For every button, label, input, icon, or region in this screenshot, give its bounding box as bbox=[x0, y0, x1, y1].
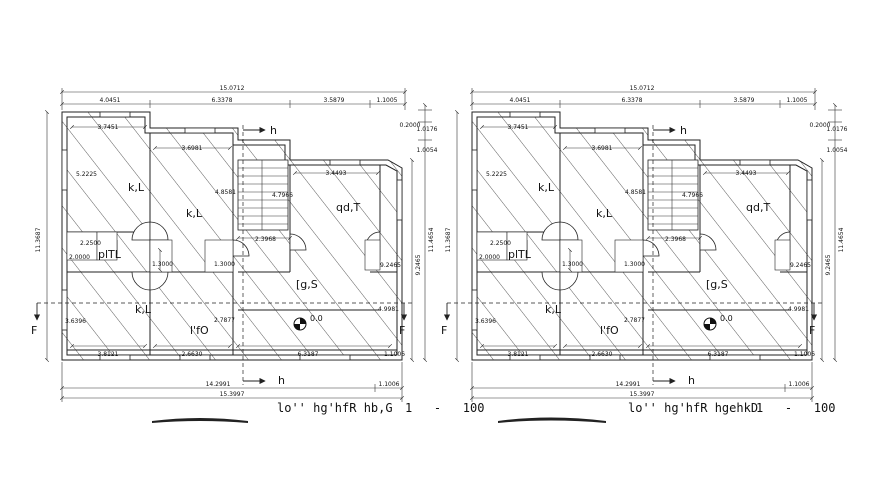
dim-inner: 5.2225 bbox=[486, 171, 507, 178]
dim-inner: 1.3000 bbox=[214, 261, 235, 268]
dim-right-c: 1.0054 bbox=[827, 147, 848, 154]
dim-left: 11.3687 bbox=[445, 227, 452, 252]
room-label: k,L bbox=[538, 181, 555, 194]
dim-inner: 2.2500 bbox=[80, 240, 101, 247]
section-mark-f: F bbox=[31, 324, 37, 337]
dim-right-a-label: 0.2000 bbox=[810, 122, 831, 129]
dim-inner: 6.3187 bbox=[298, 351, 319, 358]
dim-inner: 4.9981 bbox=[788, 306, 809, 313]
dim-inner: 3.8121 bbox=[98, 351, 119, 358]
dim-inner: 5.2225 bbox=[76, 171, 97, 178]
dim-inner: 4.7966 bbox=[682, 192, 703, 199]
dim-left: 11.3687 bbox=[35, 227, 42, 252]
room-label: k,L bbox=[128, 181, 145, 194]
dim-inner: 2.7877 bbox=[214, 317, 235, 324]
dim-inner: 2.3968 bbox=[255, 236, 276, 243]
dim-inner: 3.6396 bbox=[475, 318, 496, 325]
dim-inner: 2.0000 bbox=[69, 254, 90, 261]
title-underline bbox=[498, 417, 606, 423]
dim-inner: 1.1006 bbox=[384, 351, 405, 358]
section-mark-f: F bbox=[441, 324, 447, 337]
room-label: [g,S bbox=[296, 278, 318, 291]
dim-top-2: 6.3378 bbox=[622, 97, 643, 104]
dim-right-e: 9.2465 bbox=[825, 254, 832, 275]
title-underline bbox=[152, 418, 248, 423]
dim-right-c: 1.0054 bbox=[417, 147, 438, 154]
dim-top-3: 3.5879 bbox=[734, 97, 755, 104]
room-label: plTL bbox=[98, 248, 122, 261]
dim-inner: 3.6981 bbox=[182, 145, 203, 152]
dim-inner: 2.7877 bbox=[624, 317, 645, 324]
section-mark-h: h bbox=[688, 374, 695, 387]
dim-bottom-overall: 15.3997 bbox=[630, 391, 655, 398]
dim-right-b: 1.0176 bbox=[417, 126, 438, 133]
dim-inner: 6.3187 bbox=[708, 351, 729, 358]
dim-inner: 4.9981 bbox=[378, 306, 399, 313]
room-label: qd,T bbox=[336, 201, 360, 214]
dim-right-d: 11.4654 bbox=[428, 227, 435, 252]
level-label: 0.0 bbox=[310, 314, 323, 323]
level-label: 0.0 bbox=[720, 314, 733, 323]
section-mark-f: F bbox=[809, 324, 815, 337]
plan-scale: 1 - 100 bbox=[756, 401, 835, 415]
dim-right-e: 9.2465 bbox=[415, 254, 422, 275]
dim-inner: 4.7966 bbox=[272, 192, 293, 199]
dim-right-d: 11.4654 bbox=[838, 227, 845, 252]
room-label: qd,T bbox=[746, 201, 770, 214]
room-label: l'fO bbox=[190, 324, 209, 337]
dim-inner: 1.3000 bbox=[624, 261, 645, 268]
dim-inner: 3.4493 bbox=[326, 170, 347, 177]
dim-top-1: 4.0451 bbox=[100, 97, 121, 104]
dim-top-overall: 15.0712 bbox=[630, 85, 655, 92]
plan-scale: 1 - 100 bbox=[405, 401, 484, 415]
dim-bottom-overall: 15.3997 bbox=[220, 391, 245, 398]
dim-inner: 2.3968 bbox=[665, 236, 686, 243]
room-label: [g,S bbox=[706, 278, 728, 291]
section-mark-h: h bbox=[270, 124, 277, 137]
floor-plan-first: 15.0712 4.0451 6.3378 3.5879 1.1005 14.2… bbox=[441, 85, 848, 423]
dim-inner: 3.8121 bbox=[508, 351, 529, 358]
dim-inner: 1.3000 bbox=[152, 261, 173, 268]
dim-top-3: 3.5879 bbox=[324, 97, 345, 104]
dim-inner: 1.1006 bbox=[794, 351, 815, 358]
dim-inner: 3.7451 bbox=[508, 124, 529, 131]
dim-inner: 3.4493 bbox=[736, 170, 757, 177]
dim-top-4: 1.1005 bbox=[787, 97, 808, 104]
floor-plan-ground: 15.0712 4.0451 6.3378 3.5879 1.1005 14.2… bbox=[31, 85, 484, 423]
dim-inner: 2.6630 bbox=[592, 351, 613, 358]
dim-top-2: 6.3378 bbox=[212, 97, 233, 104]
dim-bottom-1: 14.2991 bbox=[616, 381, 641, 388]
dim-bottom-2: 1.1006 bbox=[379, 381, 400, 388]
dim-inner: 2.2500 bbox=[490, 240, 511, 247]
room-label: k,L bbox=[186, 207, 203, 220]
dim-inner: 2.6630 bbox=[182, 351, 203, 358]
room-label: k,L bbox=[545, 303, 562, 316]
dim-inner: 3.6396 bbox=[65, 318, 86, 325]
dim-inner: 3.7451 bbox=[98, 124, 119, 131]
plan-title: lo'' hg'hfR hgehkD bbox=[628, 401, 758, 415]
dim-inner: 2.0000 bbox=[479, 254, 500, 261]
plan-title: lo'' hg'hfR hb,G bbox=[277, 401, 393, 415]
room-label: k,L bbox=[135, 303, 152, 316]
room-label: plTL bbox=[508, 248, 532, 261]
dim-right-b: 1.0176 bbox=[827, 126, 848, 133]
dim-top-4: 1.1005 bbox=[377, 97, 398, 104]
section-mark-h: h bbox=[278, 374, 285, 387]
section-mark-f: F bbox=[399, 324, 405, 337]
dim-bottom-1: 14.2991 bbox=[206, 381, 231, 388]
dim-inner: 4.8581 bbox=[215, 189, 236, 196]
room-label: k,L bbox=[596, 207, 613, 220]
dim-inner: 9.2465 bbox=[790, 262, 811, 269]
dim-bottom-2: 1.1006 bbox=[789, 381, 810, 388]
dim-top-1: 4.0451 bbox=[510, 97, 531, 104]
section-mark-h: h bbox=[680, 124, 687, 137]
dim-inner: 9.2465 bbox=[380, 262, 401, 269]
dim-right-a-label: 0.2000 bbox=[400, 122, 421, 129]
room-label: l'fO bbox=[600, 324, 619, 337]
dim-inner: 3.6981 bbox=[592, 145, 613, 152]
dim-inner: 4.8581 bbox=[625, 189, 646, 196]
dim-inner: 1.3000 bbox=[562, 261, 583, 268]
dim-top-overall: 15.0712 bbox=[220, 85, 245, 92]
